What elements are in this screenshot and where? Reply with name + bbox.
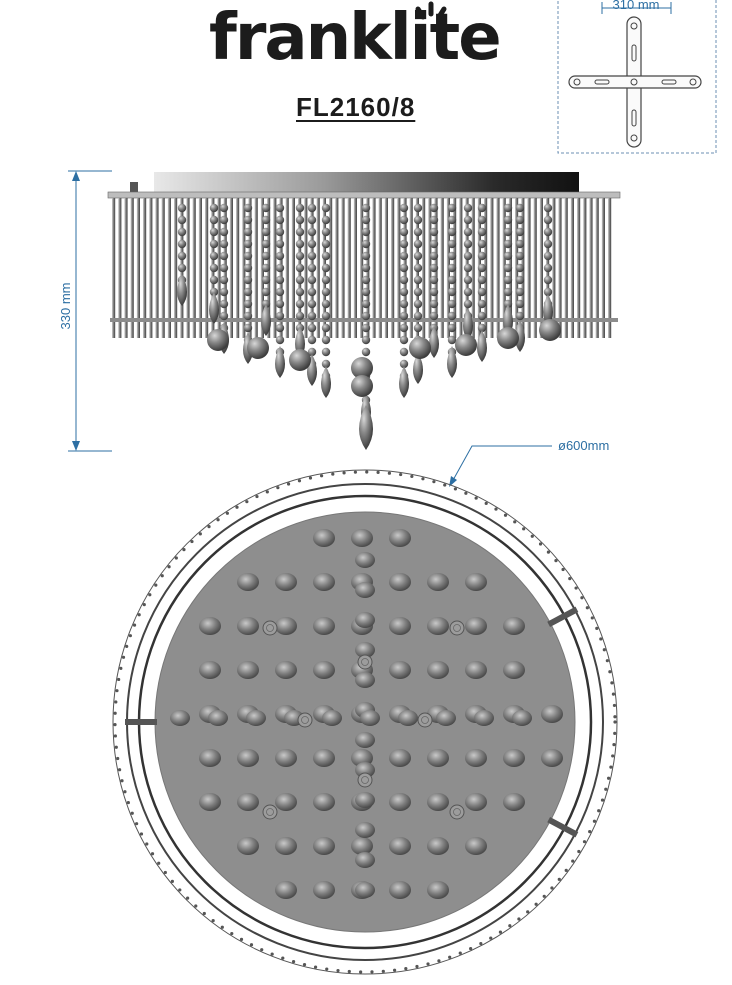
- teardrop-crystal: [543, 294, 553, 326]
- crystal-rod: [552, 198, 556, 338]
- crystal-rod: [539, 198, 543, 338]
- crystal-rod: [577, 198, 581, 338]
- lamp-holder: [357, 772, 373, 788]
- crystal-rod: [130, 198, 134, 338]
- crystal-rod: [229, 198, 233, 338]
- crystal-rod: [583, 198, 587, 338]
- bracket-width-label: 310 mm: [613, 0, 660, 12]
- teardrop-crystal: [515, 320, 525, 352]
- crystal-rod: [595, 198, 599, 338]
- teardrop-crystal: [413, 352, 423, 384]
- logo-rays-icon: [415, 1, 447, 20]
- crystal-rod: [601, 198, 605, 338]
- teardrop-crystal: [209, 292, 219, 324]
- crystal-rod: [341, 198, 345, 338]
- crystal-rod: [335, 198, 339, 338]
- crystal-rod: [236, 198, 240, 338]
- diameter-label: ø600mm: [558, 438, 609, 453]
- crystal-rod: [124, 198, 128, 338]
- teardrop-crystal: [261, 304, 271, 336]
- crystal-rod: [589, 198, 593, 338]
- crystal-rod: [118, 198, 122, 338]
- crystal-rod: [143, 198, 147, 338]
- crystal-rod: [397, 198, 401, 338]
- crystal-rod: [384, 198, 388, 338]
- lamp-holder: [417, 712, 433, 728]
- crystal-rod: [149, 198, 153, 338]
- top-view: [112, 469, 618, 975]
- side-view: [107, 172, 621, 450]
- crystal-rod: [205, 198, 209, 338]
- crystal-rod: [198, 198, 202, 338]
- crystal-rod: [167, 198, 171, 338]
- lamp-holder: [449, 620, 465, 636]
- height-label: 330 mm: [58, 283, 73, 330]
- lamp-holder: [297, 712, 313, 728]
- crystal-rod: [570, 198, 574, 338]
- teardrop-crystal: [477, 330, 487, 362]
- teardrop-crystal: [177, 274, 187, 306]
- lamp-holder: [357, 654, 373, 670]
- diameter-dimension: ø600mm: [449, 438, 609, 487]
- crystal-rod: [155, 198, 159, 338]
- crystal-rod: [285, 198, 289, 338]
- crystal-rod: [353, 198, 357, 338]
- crystal-rod: [533, 198, 537, 338]
- crystal-rod: [136, 198, 140, 338]
- crystal-rod: [409, 198, 413, 338]
- lamp-holder: [449, 804, 465, 820]
- mounting-bracket-diagram: 310 mm: [557, 0, 717, 154]
- crystal-rod: [329, 198, 333, 338]
- crystal-rod: [360, 198, 364, 338]
- crystal-rod: [440, 198, 444, 338]
- lamp-holder: [262, 804, 278, 820]
- crystal-rod: [459, 198, 463, 338]
- crystal-rod: [174, 198, 178, 338]
- teardrop-crystal: [463, 308, 473, 340]
- brand-logo: franklite: [209, 1, 502, 75]
- crystal-rod: [471, 198, 475, 338]
- height-dimension: 330 mm: [58, 170, 112, 452]
- crystal-rod: [527, 198, 531, 338]
- crystal-rod: [490, 198, 494, 338]
- crystal-rod: [242, 198, 246, 338]
- crystal-rod: [291, 198, 295, 338]
- crystal-rod: [192, 198, 196, 338]
- crystal-rod: [112, 198, 116, 338]
- teardrop-crystal: [275, 346, 285, 378]
- teardrop-crystal: [321, 366, 331, 398]
- crystal-rod: [304, 198, 308, 338]
- crystal-rod: [273, 198, 277, 338]
- crystal-rod: [186, 198, 190, 338]
- crystal-rod: [316, 198, 320, 338]
- teardrop-crystal: [399, 366, 409, 398]
- crystal-rod: [558, 198, 562, 338]
- lamp-holder: [262, 620, 278, 636]
- crystal-rod: [391, 198, 395, 338]
- crystal-rod: [496, 198, 500, 338]
- crystal-rod: [378, 198, 382, 338]
- teardrop-crystal: [447, 346, 457, 378]
- teardrop-crystal: [429, 326, 439, 358]
- crystal-rod: [254, 198, 258, 338]
- crystal-rod: [161, 198, 165, 338]
- crystal-rod: [217, 198, 221, 338]
- crystal-rod: [347, 198, 351, 338]
- crystal-rod: [422, 198, 426, 338]
- crystal-rod: [608, 198, 612, 338]
- crystal-rod: [564, 198, 568, 338]
- crystal-rod: [372, 198, 376, 338]
- model-number: FL2160/8: [296, 92, 416, 122]
